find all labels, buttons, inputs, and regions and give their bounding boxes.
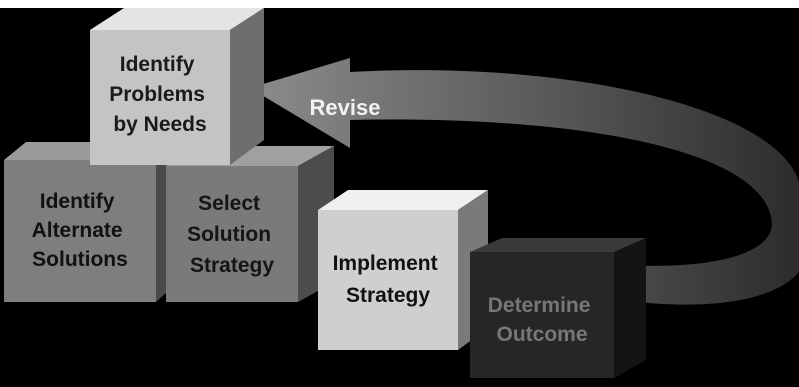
- box-label-implement-strategy: Implement Strategy: [333, 252, 444, 307]
- revise-label: Revise: [310, 95, 381, 120]
- box-label-determine-outcome: Determine Outcome: [488, 294, 597, 346]
- box-identify-problems: [90, 8, 264, 165]
- box-label-identify-problems: Identify Problems by Needs: [109, 53, 211, 136]
- box-implement-strategy: [318, 190, 488, 350]
- box-label-identify-alternate: Identify Alternate Solutions: [32, 190, 129, 271]
- box-determine-outcome: [470, 238, 646, 378]
- revise-arrow: [250, 58, 799, 305]
- box-label-select-strategy: Select Solution Strategy: [187, 192, 277, 277]
